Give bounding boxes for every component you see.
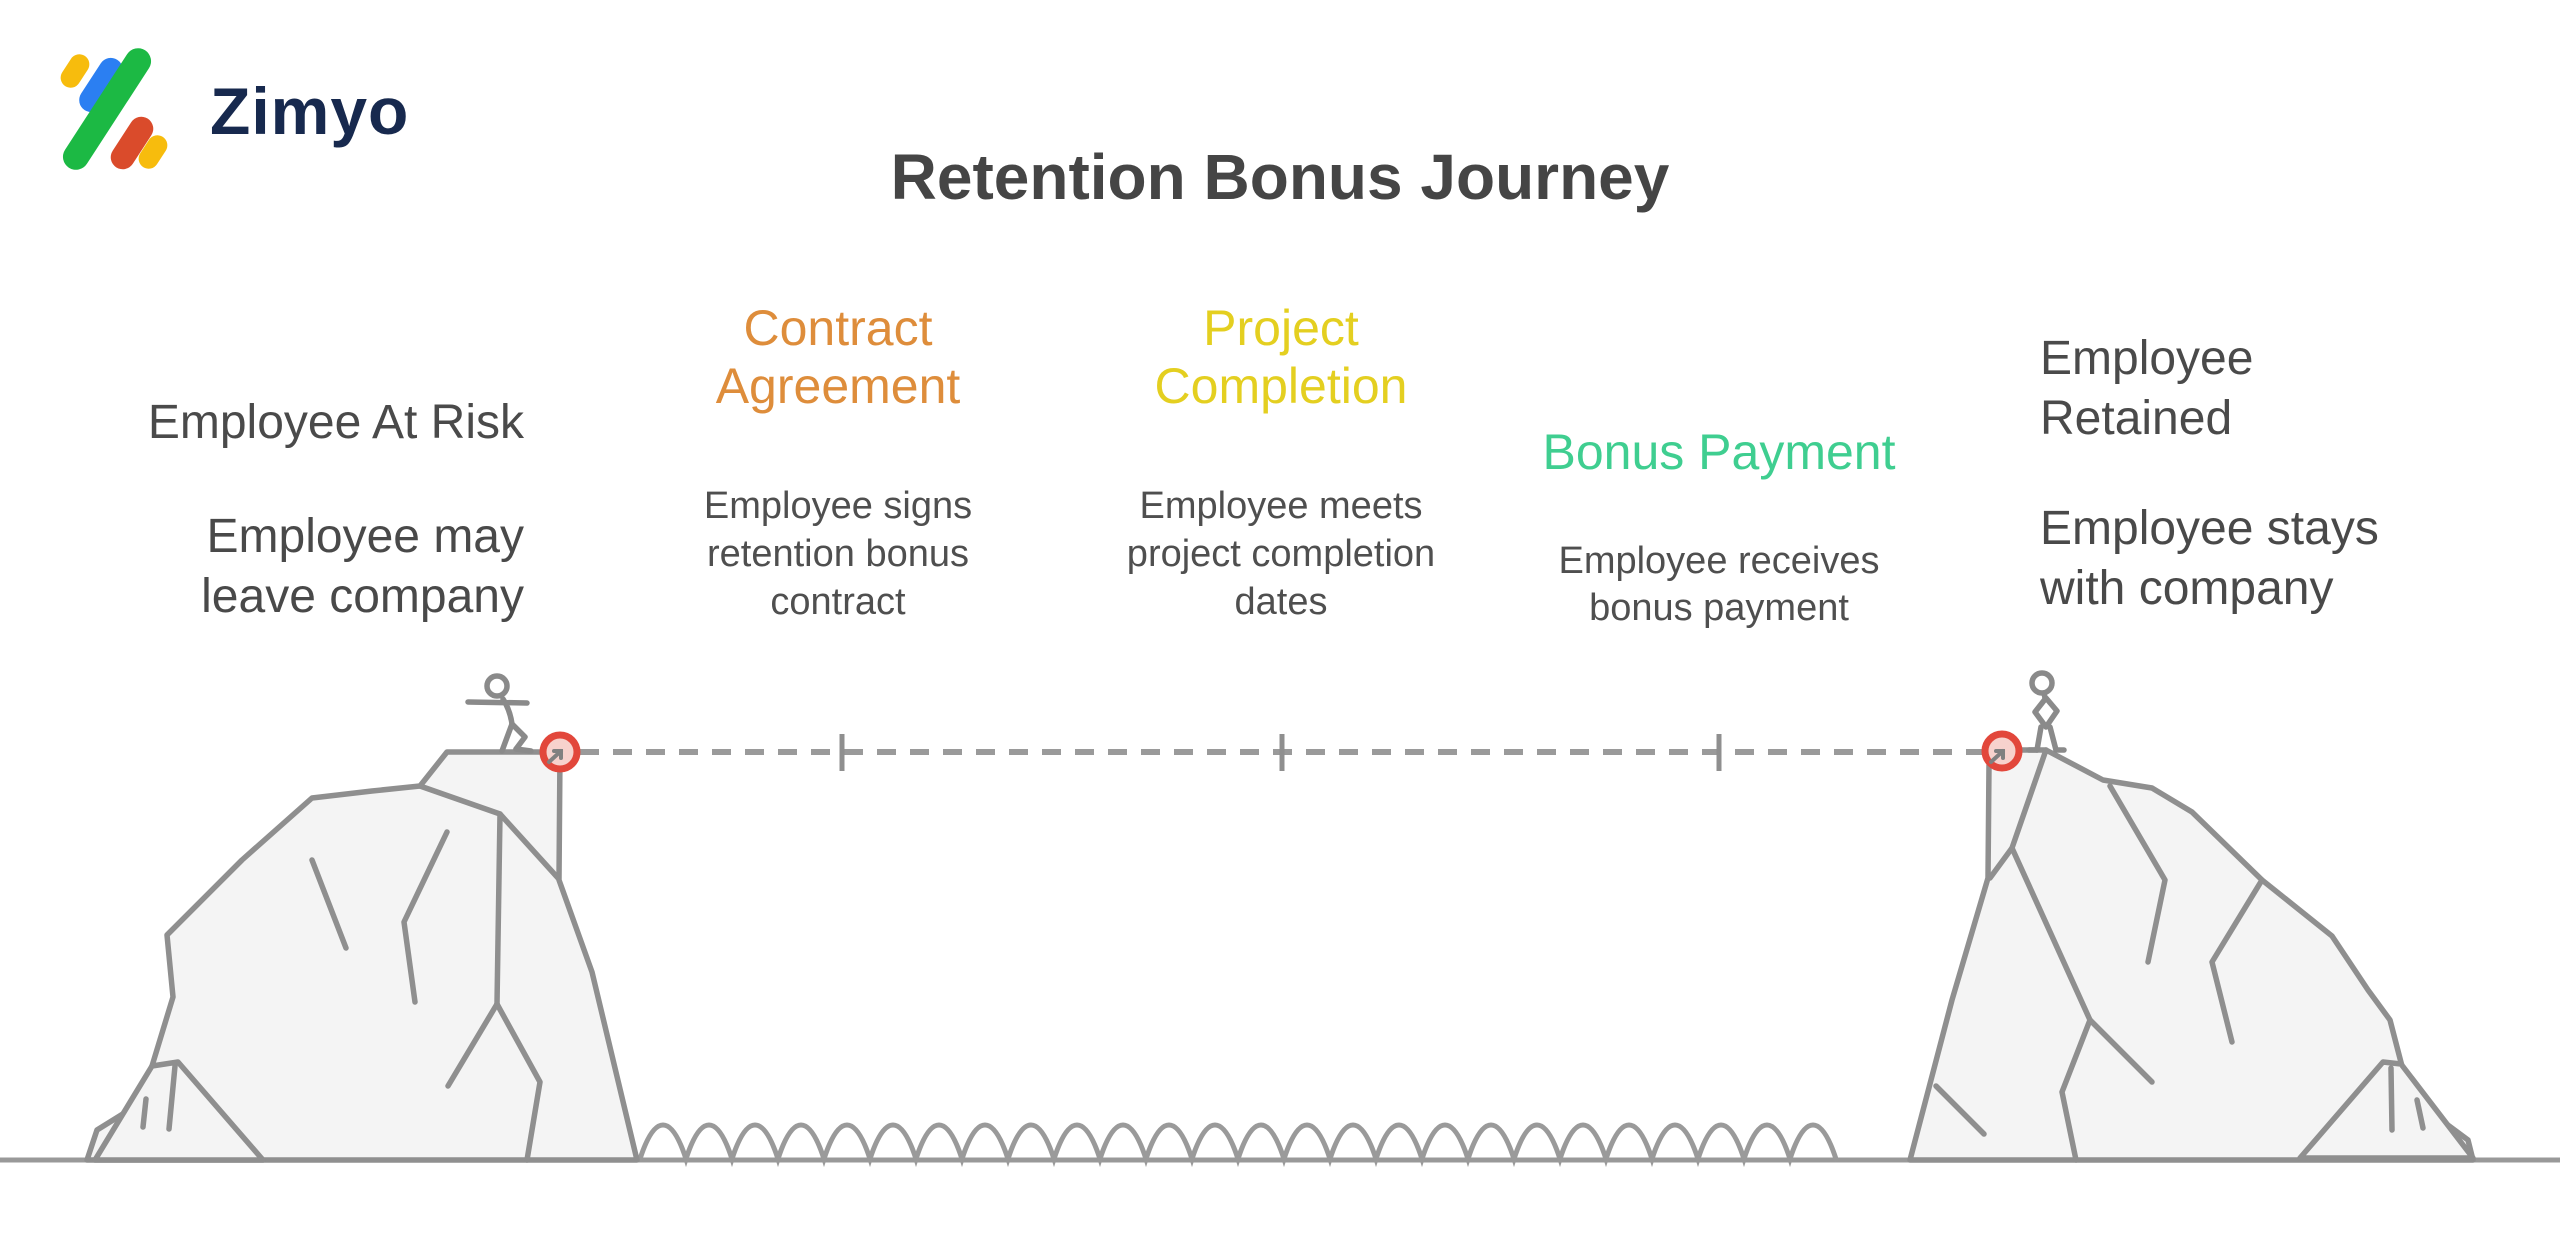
cliffs-illustration: [0, 670, 2560, 1168]
right-cliff-facets: [1933, 747, 2265, 1163]
stage-employee-retained: Employee Retained Employee stays with co…: [2040, 311, 2480, 637]
stage-description: Employee may leave company: [201, 510, 524, 623]
right-cliff: [1907, 747, 2476, 1163]
stage-label: Employee Retained: [2040, 332, 2254, 445]
stage-description: Employee meets project completion dates: [1126, 485, 1436, 623]
stage-description: Employee stays with company: [2040, 502, 2379, 615]
arrow-up-right-icon: [547, 749, 563, 764]
stage-bonus-payment: Bonus Payment Employee receives bonus pa…: [1543, 406, 1896, 651]
stick-figure-standing: [2026, 670, 2067, 753]
right-foothill: [2297, 1059, 2476, 1161]
left-cliff-facets: [309, 783, 561, 1163]
zimyo-logo: Zimyo: [52, 34, 408, 174]
water-wave-line: [637, 1122, 1839, 1168]
stage-label: Bonus Payment: [1542, 424, 1896, 480]
left-cliff: [84, 749, 640, 1163]
stage-project-completion: Project Completion Employee meets projec…: [1127, 282, 1435, 645]
page-title: Retention Bonus Journey: [890, 141, 1670, 213]
anchor-point-left: [539, 731, 581, 773]
zimyo-wordmark: Zimyo: [210, 74, 410, 148]
stage-contract-agreement: Contract Agreement Employee signs retent…: [704, 282, 972, 645]
anchor-point-right: [1981, 730, 2023, 772]
stage-employee-at-risk: Employee At Risk Employee may leave comp…: [0, 375, 524, 645]
stage-description: Employee signs retention bonus contract: [703, 485, 973, 623]
stick-figure-walking: [465, 673, 534, 754]
stage-label: Employee At Risk: [147, 396, 524, 449]
arrow-up-right-icon: [1989, 749, 2005, 764]
stage-description: Employee receives bonus payment: [1558, 539, 1880, 630]
stage-label: Project Completion: [1154, 300, 1408, 414]
zimyo-logo-icon: [60, 48, 168, 170]
left-foothill: [92, 1059, 266, 1163]
stage-label: Contract Agreement: [715, 300, 961, 414]
